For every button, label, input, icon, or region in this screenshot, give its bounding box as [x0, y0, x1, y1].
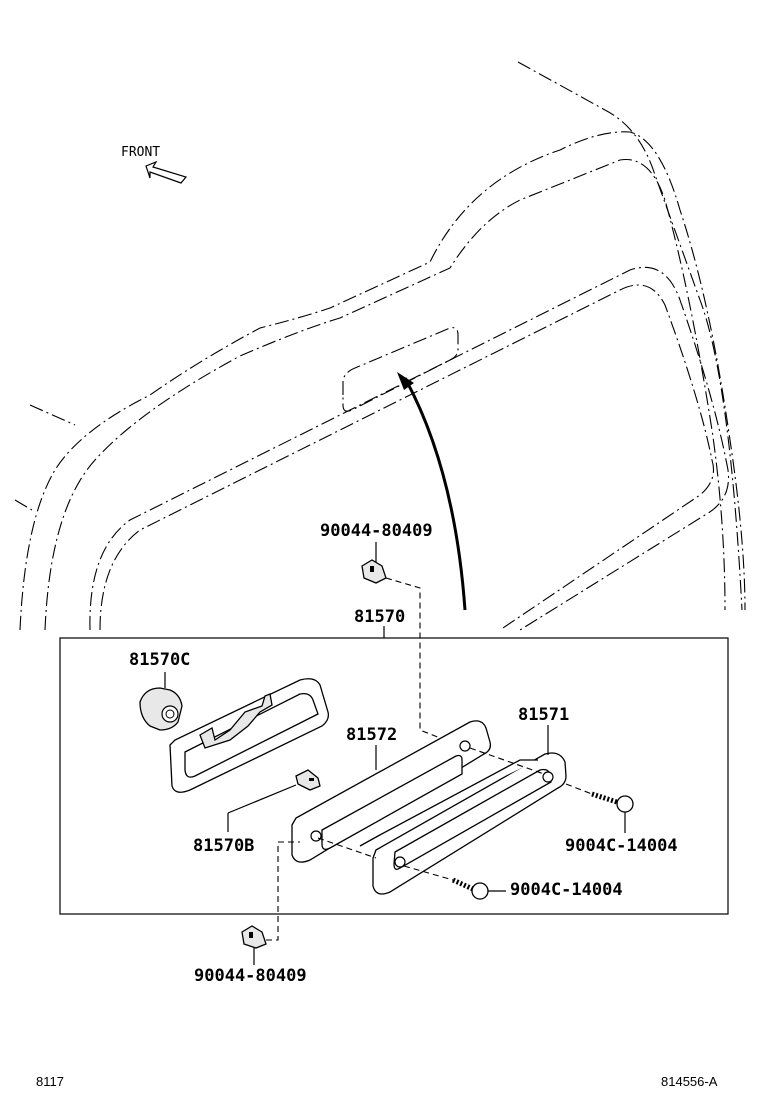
label-clip: 81570B [193, 836, 254, 856]
label-screw-bottom: 9004C-14004 [510, 880, 623, 900]
label-screw-right: 9004C-14004 [565, 836, 678, 856]
footer-right-code: 814556-A [661, 1074, 718, 1089]
front-direction-indicator: FRONT [121, 145, 188, 184]
lamp-unit-part [359, 752, 567, 895]
screw-bottom-part [451, 877, 489, 900]
label-housing-cap: 81570C [129, 650, 190, 670]
grommet-part [139, 687, 183, 731]
nut-top-part [361, 559, 387, 584]
housing-cap-part [169, 678, 330, 793]
label-gasket: 81572 [346, 725, 397, 745]
footer-left-code: 8117 [36, 1074, 64, 1089]
assembly-box [59, 637, 729, 915]
front-arrow-icon [145, 160, 188, 184]
screw-right-part [591, 791, 634, 813]
label-assembly: 81570 [354, 607, 405, 627]
front-label: FRONT [121, 145, 160, 160]
label-nut-top: 90044-80409 [320, 521, 433, 541]
label-lamp-unit: 81571 [518, 705, 569, 725]
clip-part [295, 769, 321, 791]
gasket-part [291, 720, 492, 863]
back-door-outline [14, 61, 746, 631]
nut-bottom-part [241, 925, 267, 949]
label-nut-bottom: 90044-80409 [194, 966, 307, 986]
install-arrow [397, 372, 467, 611]
